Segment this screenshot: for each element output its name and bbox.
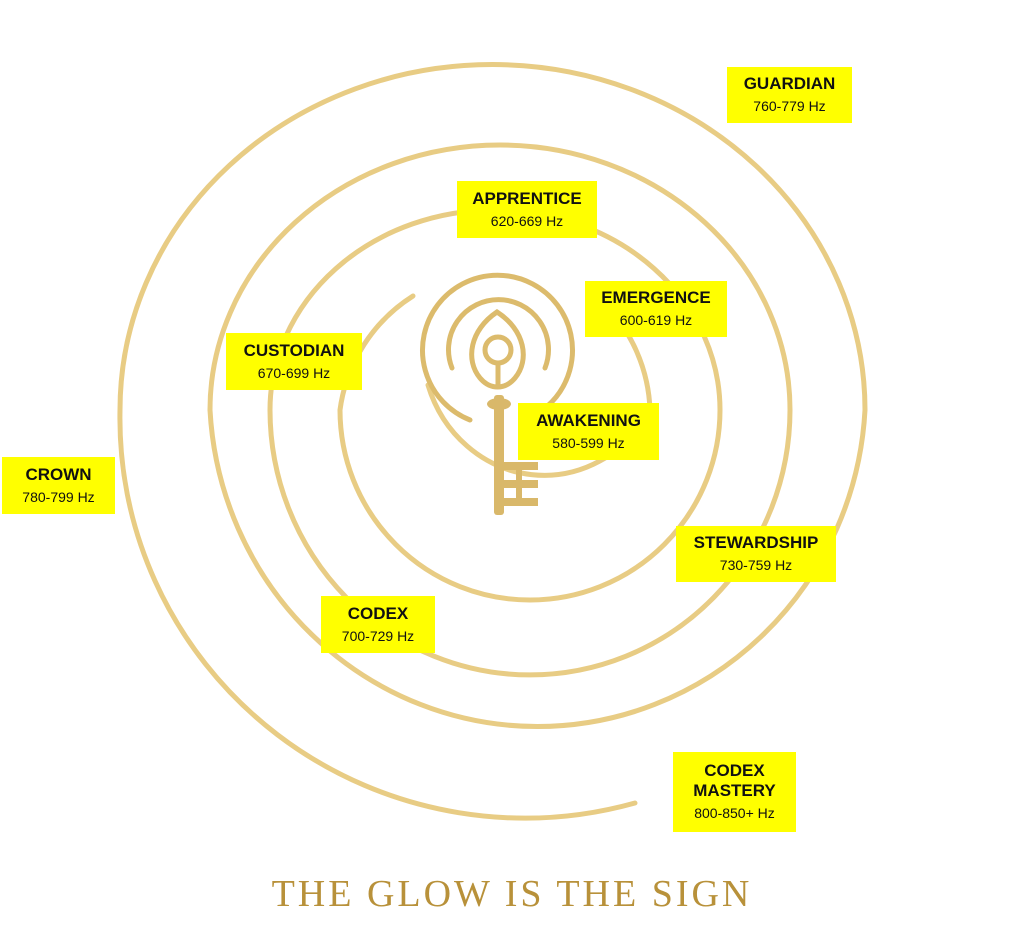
level-frequency: 600-619 Hz xyxy=(619,312,693,328)
level-name: CROWN xyxy=(25,464,92,484)
spiral-path xyxy=(117,62,868,821)
level-label-emergence: EMERGENCE 600-619 Hz xyxy=(585,281,727,337)
level-frequency: 730-759 Hz xyxy=(719,557,793,573)
inner-spiral-arc xyxy=(425,297,653,478)
level-frequency: 670-699 Hz xyxy=(257,364,331,381)
level-name: CODEX MASTERY xyxy=(693,761,776,800)
level-label-crown: CROWN 780-799 Hz xyxy=(2,457,115,514)
key-emblem-icon xyxy=(420,272,575,423)
level-label-codex: CODEX 700-729 Hz xyxy=(321,596,435,653)
level-name: CODEX xyxy=(347,603,409,623)
level-frequency: 580-599 Hz xyxy=(552,434,625,451)
level-frequency: 700-729 Hz xyxy=(341,627,415,644)
level-frequency: 780-799 Hz xyxy=(22,488,95,505)
level-label-apprentice: APPRENTICE 620-669 Hz xyxy=(457,181,597,238)
level-frequency: 800-850+ Hz xyxy=(694,805,775,821)
level-label-stewardship: STEWARDSHIP 730-759 Hz xyxy=(676,526,836,582)
level-name: APPRENTICE xyxy=(472,188,582,208)
level-label-custodian: CUSTODIAN 670-699 Hz xyxy=(226,333,362,390)
level-name: AWAKENING xyxy=(536,410,641,430)
level-label-codex-mastery: CODEX MASTERY 800-850+ Hz xyxy=(673,752,796,832)
level-name: STEWARDSHIP xyxy=(693,533,819,552)
level-name: EMERGENCE xyxy=(601,288,711,307)
level-label-guardian: GUARDIAN 760-779 Hz xyxy=(727,67,852,123)
key-icon xyxy=(487,395,538,515)
level-name: GUARDIAN xyxy=(743,74,836,93)
level-frequency: 760-779 Hz xyxy=(753,98,826,114)
tagline-title: THE GLOW IS THE SIGN xyxy=(271,873,753,915)
level-label-awakening: AWAKENING 580-599 Hz xyxy=(518,403,659,460)
level-frequency: 620-669 Hz xyxy=(490,212,564,229)
level-name: CUSTODIAN xyxy=(243,340,345,360)
